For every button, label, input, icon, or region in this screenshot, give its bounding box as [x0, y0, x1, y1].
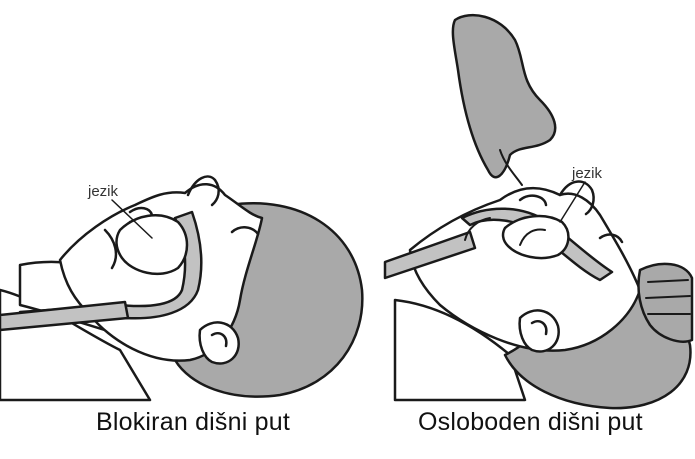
blocked-airway-figure	[0, 176, 362, 400]
opened-airway-figure	[385, 15, 692, 408]
tongue-label-right: jezik	[571, 165, 603, 182]
tongue-label-left: jezik	[87, 183, 119, 200]
ear-left	[200, 322, 239, 363]
tongue-left	[116, 215, 187, 274]
caption-opened-airway: Osloboden dišni put	[418, 408, 643, 437]
ear-right	[520, 310, 559, 351]
chin-lift-hand	[453, 15, 555, 177]
caption-blocked-airway: Blokiran dišni put	[96, 408, 290, 437]
